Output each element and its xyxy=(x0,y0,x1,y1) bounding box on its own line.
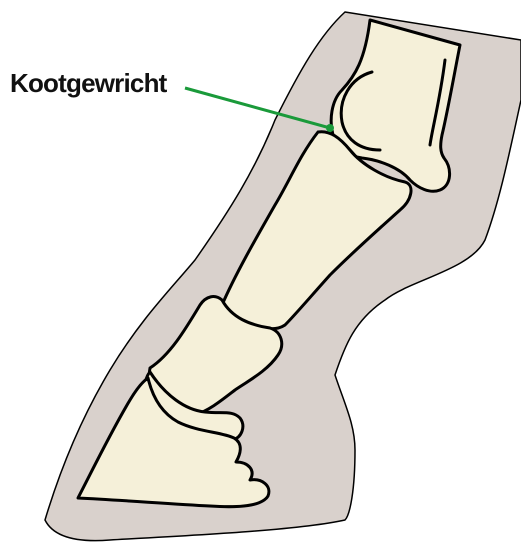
joint-label: Kootgewricht xyxy=(10,68,168,98)
leader-dot xyxy=(326,124,334,132)
